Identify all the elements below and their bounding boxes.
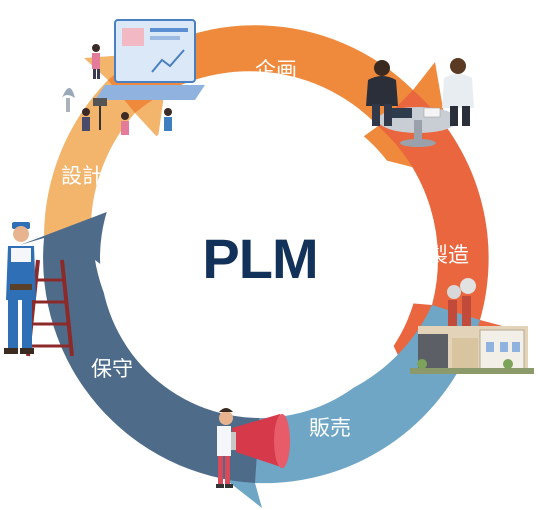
stage-label-planning: 企画	[255, 58, 297, 82]
megaphone-icon	[216, 408, 290, 488]
stage-label-design: 設計	[61, 164, 103, 188]
center-disc	[100, 98, 420, 418]
stage-label-maintenance: 保守	[91, 357, 133, 381]
segment-maintenance	[20, 210, 260, 483]
stage-label-sales: 販売	[309, 416, 351, 440]
laptop-design-icon	[62, 19, 205, 135]
factory-icon	[410, 278, 534, 374]
stage-label-manufacturing: 製造	[427, 243, 469, 267]
center-title: PLM	[202, 227, 317, 290]
meeting-icon	[366, 58, 474, 147]
worker-ladder-icon	[4, 222, 74, 357]
